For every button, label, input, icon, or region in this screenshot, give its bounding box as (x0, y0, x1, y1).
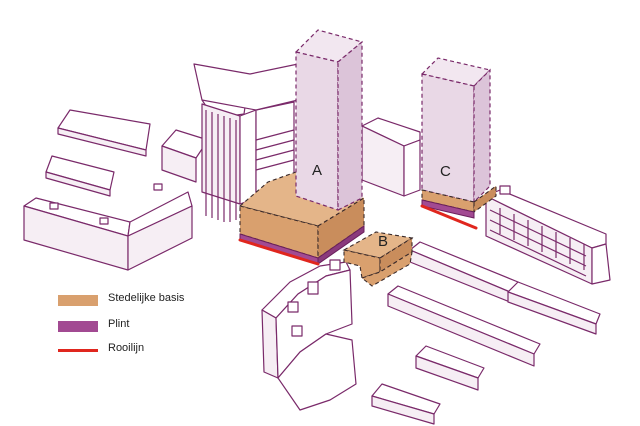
legend-label-plint: Plint (108, 318, 130, 330)
context-ribbed-tower (193, 63, 299, 222)
context-curved-building (261, 259, 357, 411)
rooilijn-a (238, 238, 320, 266)
context-slab-2 (507, 281, 601, 335)
legend-label-rooilijn: Rooilijn (108, 342, 145, 354)
context-block-top-left (57, 109, 151, 157)
context-slab-1 (409, 241, 519, 303)
legend-swatch-plint (58, 321, 98, 332)
building-c: C (420, 57, 497, 230)
label-building-b: B (378, 233, 388, 250)
legend-swatch-rooilijn (58, 349, 98, 352)
context-block-left-long (23, 183, 193, 271)
context-block-center (361, 117, 421, 197)
building-b: B (342, 231, 414, 287)
legend-swatch-stedelijke-basis (58, 295, 98, 306)
label-building-a: A (312, 162, 322, 179)
context-block-right-ribbed (485, 185, 611, 285)
rooilijn-c (420, 204, 478, 230)
label-building-c: C (440, 163, 451, 180)
context-slab-4 (415, 345, 485, 391)
legend-item-rooilijn: Rooilijn (58, 342, 258, 358)
legend-label-stedelijke-basis: Stedelijke basis (108, 292, 185, 304)
context-block-center-left (161, 129, 209, 183)
legend-item-stedelijke-basis: Stedelijke basis (58, 292, 258, 308)
context-slab-3 (387, 285, 541, 367)
context-block-left-small (45, 155, 115, 197)
legend-item-plint: Plint (58, 318, 258, 334)
context-slab-5 (371, 383, 441, 425)
building-a: A (238, 29, 366, 266)
